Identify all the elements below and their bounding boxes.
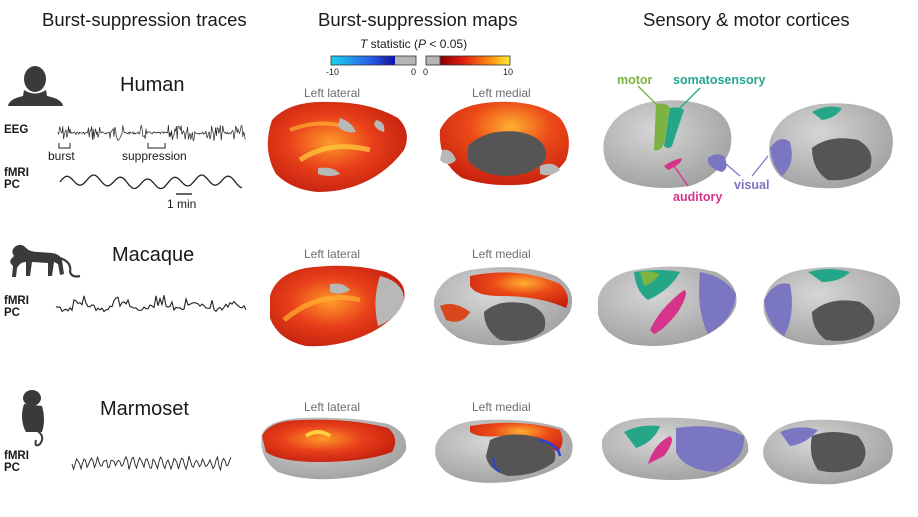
human-fmri-trace <box>59 174 243 190</box>
marmoset-medial-atlas <box>763 419 893 485</box>
human-silhouette-icon <box>8 66 63 106</box>
atlas-callouts <box>637 85 769 187</box>
auditory-label: auditory <box>673 190 723 204</box>
marmoset-silhouette-icon <box>22 390 44 447</box>
human-lateral-map <box>267 101 407 192</box>
label-human-medial: Left medial <box>472 86 531 100</box>
macaque-medial-map <box>433 267 573 346</box>
scale-bar-label: 1 min <box>167 197 197 211</box>
somatosensory-region <box>664 107 684 148</box>
species-macaque: Macaque <box>112 244 195 266</box>
macaque-medial-atlas <box>763 267 901 346</box>
marmoset-lateral-map <box>261 417 407 480</box>
label-macaque-medial: Left medial <box>472 247 531 261</box>
macaque-lateral-atlas <box>598 266 737 346</box>
colorbar-title: T statistic (P < 0.05) <box>360 37 468 51</box>
marmoset-medial-map <box>435 419 573 483</box>
colorbar-tick-neg-min: -10 <box>326 67 340 77</box>
colorbar-negative <box>330 55 417 66</box>
suppression-label: suppression <box>122 149 187 163</box>
colorbar-positive <box>425 55 511 66</box>
eeg-trace <box>57 124 246 142</box>
human-medial-atlas <box>769 103 893 189</box>
marmoset-lateral-atlas <box>601 417 749 480</box>
motor-label: motor <box>617 73 653 87</box>
macaque-lateral-map <box>270 265 405 347</box>
label-marmoset-lateral: Left lateral <box>304 400 361 414</box>
human-lateral-atlas <box>603 100 732 188</box>
colorbar-tick-pos-min: 0 <box>423 67 429 77</box>
human-medial-map <box>439 101 569 186</box>
somatosensory-label: somatosensory <box>673 73 766 87</box>
motor-region <box>654 103 670 151</box>
eeg-label: EEG <box>4 124 29 136</box>
burst-bracket <box>58 143 71 149</box>
column-title-maps: Burst-suppression maps <box>318 9 518 30</box>
marmoset-fmri-trace <box>71 455 232 472</box>
label-human-lateral: Left lateral <box>304 86 361 100</box>
auditory-region <box>664 158 682 170</box>
label-marmoset-medial: Left medial <box>472 400 531 414</box>
species-marmoset: Marmoset <box>100 398 189 420</box>
column-title-traces: Burst-suppression traces <box>42 9 247 30</box>
label-macaque-lateral: Left lateral <box>304 247 361 261</box>
suppression-bracket <box>147 143 166 149</box>
colorbar-tick-pos-max: 10 <box>503 67 514 77</box>
column-title-cortices: Sensory & motor cortices <box>643 9 850 30</box>
colorbar-tick-neg-max: 0 <box>411 67 417 77</box>
macaque-silhouette-icon <box>10 244 81 278</box>
colorbar <box>330 55 511 66</box>
macaque-fmri-trace <box>55 295 247 313</box>
burst-label: burst <box>48 149 75 163</box>
visual-region <box>708 154 727 172</box>
visual-label: visual <box>734 178 770 192</box>
species-human: Human <box>120 74 185 96</box>
